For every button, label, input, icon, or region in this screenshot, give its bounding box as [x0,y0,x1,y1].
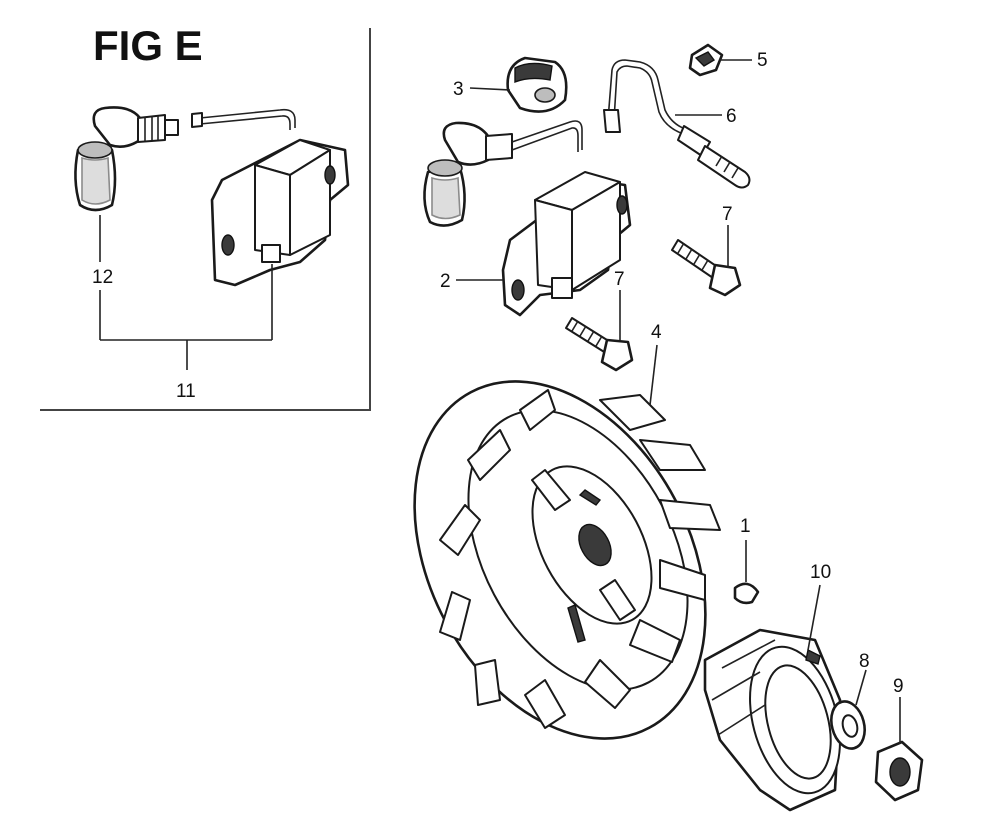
inset-spark-plug-cap [74,106,179,212]
callout-3: 3 [453,79,464,100]
callout-9: 9 [893,676,904,697]
figure-title: FIG E [93,22,203,69]
part-10-starter-pulley [703,628,842,812]
callout-1: 1 [740,516,751,537]
callout-5: 5 [757,50,768,71]
callout-7-upper: 7 [722,204,733,225]
main-spark-plug-cap [423,121,513,227]
main-callout-lines [456,59,901,744]
callout-2: 2 [440,271,451,292]
part-6-lead-wire [603,59,751,189]
callout-8: 8 [859,651,870,672]
part-7-bolt-lower [565,317,634,372]
part-7-bolt-upper [671,239,742,297]
inset-callout-lines [99,215,273,370]
inset-ignition-coil [191,108,350,287]
part-3-cap [506,56,568,113]
part-8-washer [830,700,866,750]
callout-11: 11 [176,381,196,402]
callout-12: 12 [92,267,113,288]
part-4-flywheel [413,380,721,740]
callout-7-lower: 7 [614,269,625,290]
part-9-nut [874,740,924,802]
inset-frame [40,28,371,411]
callout-6: 6 [726,106,737,127]
callout-10: 10 [810,562,831,583]
part-1-woodruff-key [733,582,760,605]
callout-4: 4 [651,322,662,343]
main-ignition-coil [501,120,632,317]
part-5-clip [688,43,724,77]
